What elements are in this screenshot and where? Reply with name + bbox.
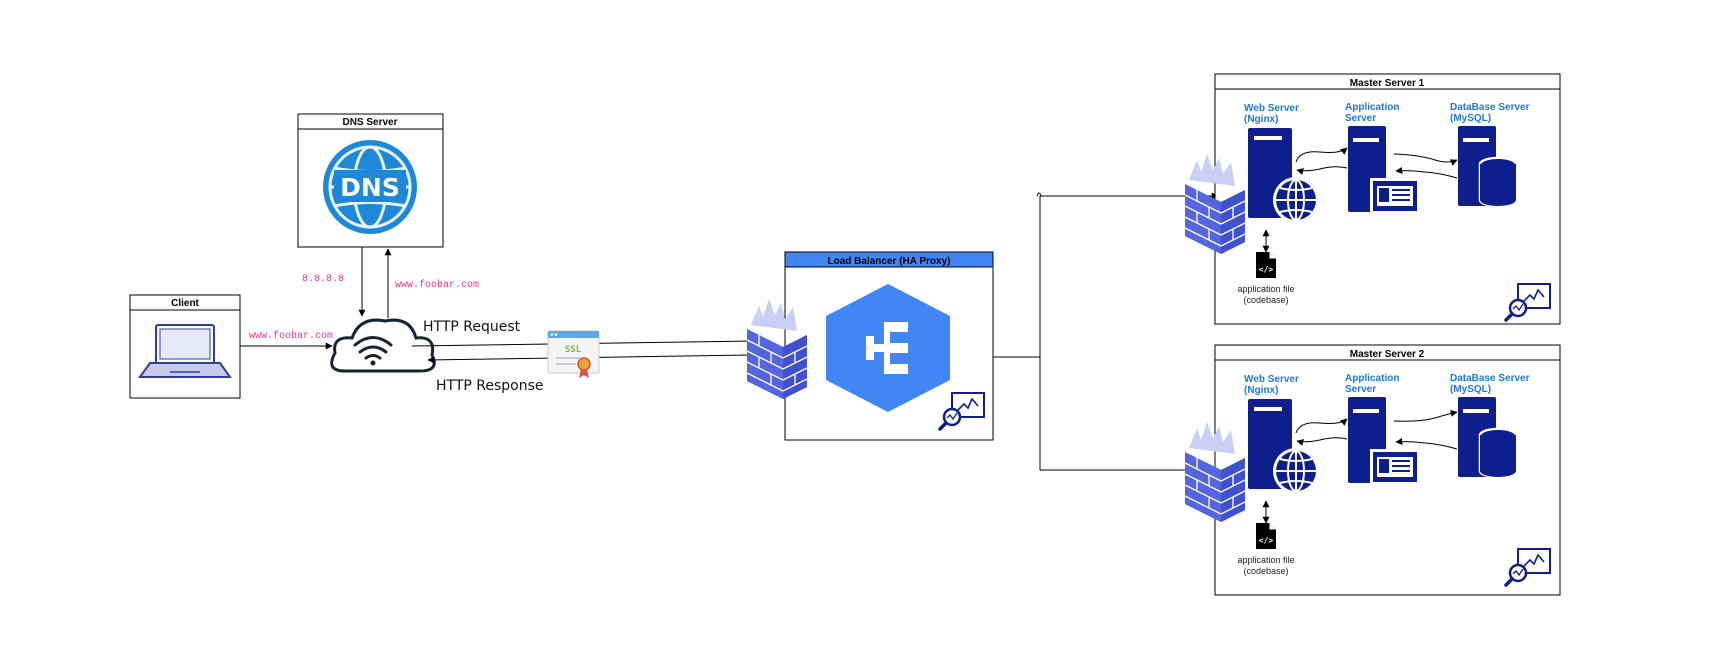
dns-globe-icon: DNS bbox=[323, 140, 417, 234]
master-server-1-box: Master Server 1 Web Server(Nginx) Applic… bbox=[1214, 73, 1561, 325]
dns-ip-label: 8.8.8.8 bbox=[302, 274, 344, 285]
server2-title: Master Server 2 bbox=[1350, 349, 1425, 360]
ssl-certificate-icon: SSL bbox=[547, 330, 600, 378]
dns-server-box: DNS Server DNS bbox=[297, 113, 444, 248]
load-balancer-icon bbox=[826, 284, 950, 412]
ssl-text: SSL bbox=[565, 345, 582, 355]
server2-file-label: application file(codebase) bbox=[1237, 555, 1294, 576]
load-balancer-title: Load Balancer (HA Proxy) bbox=[828, 256, 951, 267]
http-request-label: HTTP Request bbox=[423, 319, 521, 335]
client-title: Client bbox=[171, 298, 199, 309]
client-box: Client bbox=[129, 294, 241, 399]
dns-title: DNS Server bbox=[342, 117, 397, 128]
server2-web-label: Web Server(Nginx) bbox=[1244, 374, 1299, 396]
lb-to-servers-connector bbox=[993, 192, 1042, 470]
internet-cloud-icon bbox=[330, 318, 436, 373]
http-response-label: HTTP Response bbox=[436, 378, 544, 394]
client-request-label: www.foobar.com bbox=[249, 330, 333, 342]
server1-web-label: Web Server(Nginx) bbox=[1244, 103, 1299, 125]
dns-icon-text: DNS bbox=[340, 173, 400, 202]
server1-title: Master Server 1 bbox=[1350, 78, 1425, 89]
load-balancer-box: Load Balancer (HA Proxy) bbox=[784, 251, 994, 441]
master-server-2-box: Master Server 2 Web Server(Nginx) Applic… bbox=[1214, 344, 1561, 596]
server1-db-label: DataBase Server(MySQL) bbox=[1450, 102, 1530, 124]
server2-db-label: DataBase Server(MySQL) bbox=[1450, 373, 1530, 395]
server1-file-label: application file(codebase) bbox=[1237, 284, 1294, 305]
laptop-icon bbox=[138, 324, 232, 378]
dns-reply-label: www.foobar.com bbox=[395, 279, 479, 291]
